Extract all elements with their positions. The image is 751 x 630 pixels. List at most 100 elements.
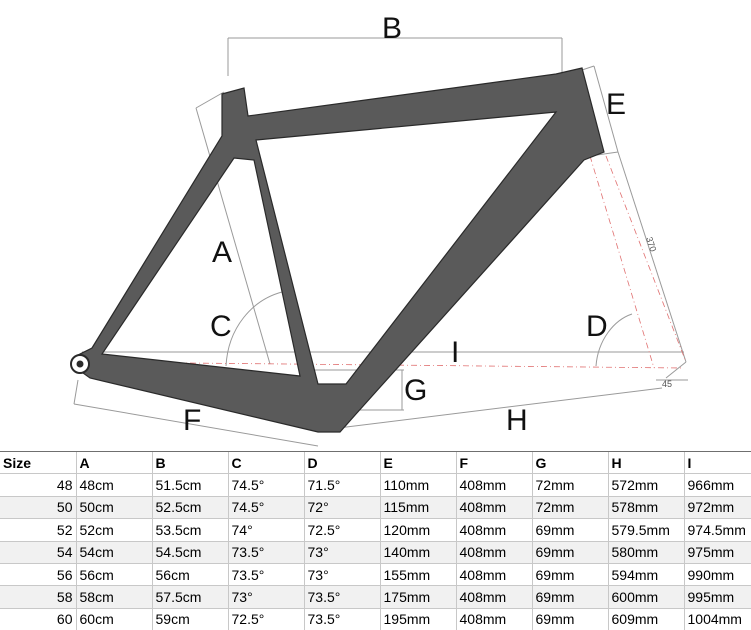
table-cell: 57.5cm — [151, 585, 228, 609]
size-cell: 50 — [0, 495, 76, 519]
table-cell: 408mm — [455, 540, 532, 564]
table-cell: 56cm — [151, 562, 228, 586]
table-cell: 69mm — [531, 607, 608, 630]
table-cell: 408mm — [455, 518, 532, 542]
table-cell: 975mm — [683, 540, 751, 564]
table-cell: 966mm — [683, 473, 751, 497]
table-cell: 1004mm — [683, 607, 751, 630]
label-i: I — [451, 336, 459, 369]
table-cell: 54cm — [75, 540, 152, 564]
table-cell: 56cm — [75, 562, 152, 586]
table-cell: 51.5cm — [151, 473, 228, 497]
table-cell: 48cm — [75, 473, 152, 497]
frame-geometry-diagram: B E A C D I G F H 370 45 — [70, 12, 688, 447]
size-cell: 56 — [0, 562, 76, 586]
column-header: C — [227, 450, 304, 474]
table-cell: 73.5° — [227, 562, 304, 586]
table-cell: 58cm — [75, 585, 152, 609]
table-cell: 54.5cm — [151, 540, 228, 564]
table-cell: 155mm — [379, 562, 456, 586]
table-cell: 53.5cm — [151, 518, 228, 542]
table-cell: 73.5° — [303, 607, 380, 630]
fork-offset-label: 45 — [662, 379, 672, 389]
dimension-line-f — [73, 403, 319, 447]
label-b: B — [382, 12, 402, 45]
table-cell: 69mm — [531, 540, 608, 564]
table-cell: 120mm — [379, 518, 456, 542]
fork-line — [617, 151, 687, 363]
column-header: G — [531, 450, 608, 474]
size-cell: 52 — [0, 518, 76, 542]
head-angle-arc — [595, 313, 633, 367]
label-g: G — [404, 374, 427, 407]
fork-length-label: 370 — [644, 236, 658, 253]
label-h: H — [506, 404, 528, 437]
table-cell: 72.5° — [227, 607, 304, 630]
column-header: Size — [0, 450, 76, 474]
table-cell: 73° — [303, 540, 380, 564]
table-cell: 72° — [303, 495, 380, 519]
table-cell: 594mm — [607, 562, 684, 586]
dimension-line-a — [195, 107, 271, 365]
table-cell: 408mm — [455, 585, 532, 609]
table-cell: 115mm — [379, 495, 456, 519]
table-cell: 972mm — [683, 495, 751, 519]
table-cell: 110mm — [379, 473, 456, 497]
table-cell: 69mm — [531, 562, 608, 586]
table-cell: 408mm — [455, 562, 532, 586]
label-f: F — [183, 404, 201, 437]
bike-frame — [70, 67, 605, 433]
table-cell: 50cm — [75, 495, 152, 519]
table-cell: 72mm — [531, 495, 608, 519]
table-cell: 408mm — [455, 607, 532, 630]
table-cell: 195mm — [379, 607, 456, 630]
table-cell: 73.5° — [227, 540, 304, 564]
table-cell: 578mm — [607, 495, 684, 519]
label-c: C — [210, 310, 232, 343]
table-cell: 140mm — [379, 540, 456, 564]
table-cell: 74.5° — [227, 473, 304, 497]
column-header: I — [683, 450, 751, 474]
label-e: E — [606, 88, 626, 121]
dimension-line-h — [321, 387, 663, 431]
table-cell: 74° — [227, 518, 304, 542]
size-cell: 58 — [0, 585, 76, 609]
label-a: A — [212, 236, 232, 269]
column-header: H — [607, 450, 684, 474]
table-cell: 52.5cm — [151, 495, 228, 519]
rear-dropout — [70, 354, 90, 374]
dimension-labels: B E A C D I G F H 370 45 — [183, 12, 672, 437]
seat-angle-arc — [225, 291, 283, 367]
table-cell: 73.5° — [303, 585, 380, 609]
table-cell: 408mm — [455, 473, 532, 497]
table-cell: 69mm — [531, 518, 608, 542]
table-cell: 73° — [227, 585, 304, 609]
column-header: E — [379, 450, 456, 474]
column-header: D — [303, 450, 380, 474]
column-header: B — [151, 450, 228, 474]
table-cell: 69mm — [531, 585, 608, 609]
table-cell: 52cm — [75, 518, 152, 542]
dimension-line-e — [593, 65, 619, 153]
size-cell: 60 — [0, 607, 76, 630]
table-cell: 175mm — [379, 585, 456, 609]
label-d: D — [586, 310, 608, 343]
table-cell: 72.5° — [303, 518, 380, 542]
table-cell: 73° — [303, 562, 380, 586]
table-cell: 995mm — [683, 585, 751, 609]
table-cell: 609mm — [607, 607, 684, 630]
table-cell: 600mm — [607, 585, 684, 609]
table-cell: 59cm — [151, 607, 228, 630]
table-cell: 60cm — [75, 607, 152, 630]
table-cell: 74.5° — [227, 495, 304, 519]
